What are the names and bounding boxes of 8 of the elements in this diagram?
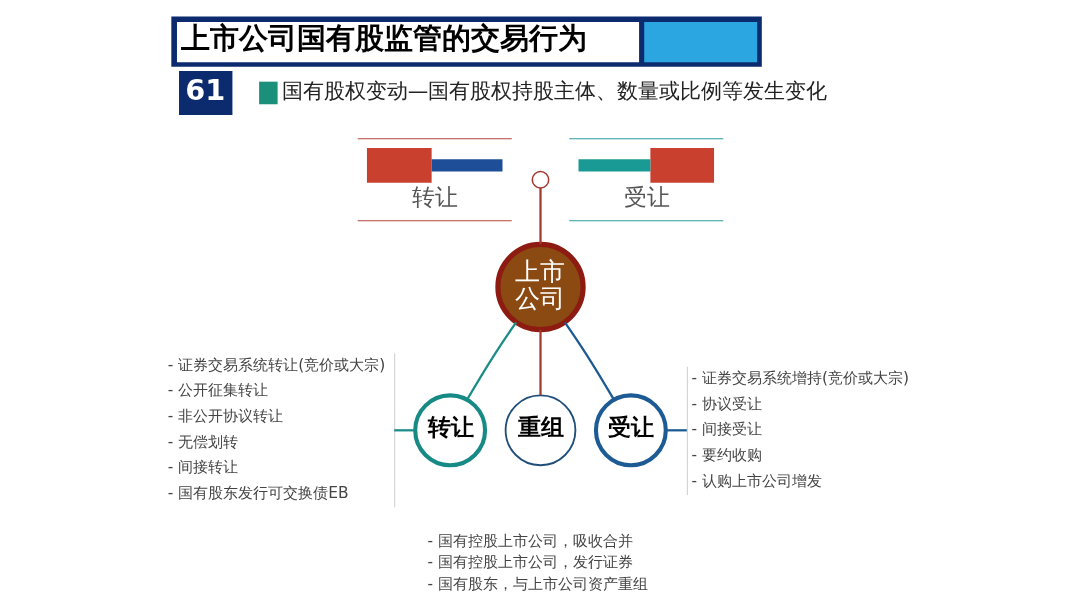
diagram-title: 上市公司国有股监管的交易行为 (180, 21, 587, 56)
label: 61 (184, 72, 225, 107)
node-label: - 国有控股上市公司，吸收合并 (427, 531, 633, 550)
node-label: - 国有股东，与上市公司资产重组 (427, 574, 648, 593)
node-text: - 证券交易系统转让(竞价或大宗) - 公开征集转让 - 非公开协议转让 - 无偿划转 - 间接转让 - 国有股东发行可交换债EB (167, 355, 385, 503)
label: 国有股权变动—国有股权持股主体、数量或比例等发生变化 (281, 79, 827, 104)
node-text: - 证券交易系统增持(竞价或大宗) - 协议受让 - 间接受让 - 要约收购 - 认购上市公司增发 (690, 369, 909, 490)
node-label: - 国有控股上市公司，发行证券 (427, 553, 633, 572)
